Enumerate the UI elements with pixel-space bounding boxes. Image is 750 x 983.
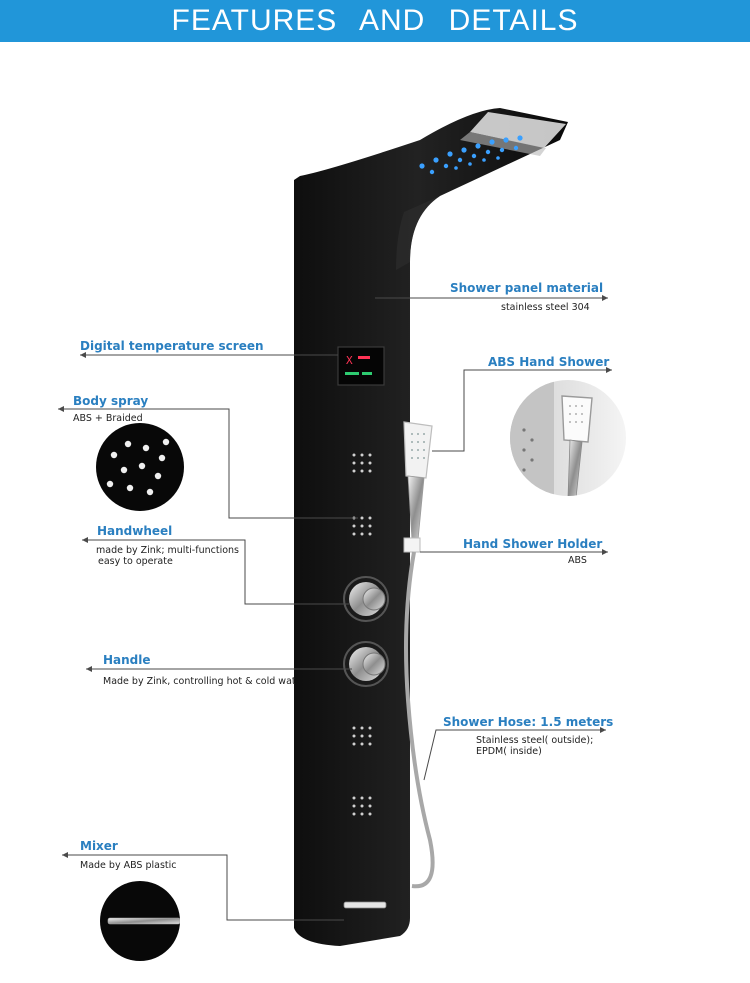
hand-shower-holder <box>403 537 421 553</box>
page-banner: FEATURES AND DETAILS <box>0 0 750 42</box>
banner-title: FEATURES AND DETAILS <box>171 4 579 37</box>
handle-knob <box>343 641 389 687</box>
mixer-detail-image <box>100 881 180 961</box>
body-spray-detail-image <box>96 423 184 511</box>
digital-temperature-screen-label: Digital temperature screen <box>80 339 264 353</box>
shower-panel-material-label: Shower panel material <box>450 281 604 295</box>
panel-body-jets <box>352 453 372 816</box>
body-spray-detail: ABS + Braided <box>73 413 143 424</box>
handle-label: Handle <box>103 653 151 667</box>
handwheel-detail-line1: made by Zink; multi-functions <box>96 545 239 556</box>
body-spray-label: Body spray <box>73 394 149 408</box>
hand-shower-holder-detail: ABS <box>568 555 587 566</box>
handwheel-detail-line2: easy to operate <box>98 556 173 567</box>
led-rain-head <box>419 135 523 175</box>
shower-hose-label: Shower Hose: 1.5 meters <box>443 715 614 729</box>
digital-temperature-screen: X <box>337 346 385 386</box>
hand-shower-holder-label: Hand Shower Holder <box>463 537 603 551</box>
shower-panel-material-detail: stainless steel 304 <box>501 302 590 313</box>
handwheel-knob <box>343 576 389 622</box>
abs-hand-shower-detail-image <box>510 380 626 496</box>
callout-lines <box>58 295 612 921</box>
mixer-label: Mixer <box>80 839 118 853</box>
shower-panel <box>294 108 568 946</box>
mixer-slot <box>343 901 387 909</box>
shower-hose-detail-line1: Stainless steel( outside); <box>476 735 594 746</box>
abs-hand-shower-label: ABS Hand Shower <box>488 355 610 369</box>
shower-hose-detail-line2: EPDM( inside) <box>476 746 542 757</box>
mixer-detail: Made by ABS plastic <box>80 860 177 871</box>
shower-hose <box>404 551 435 889</box>
svg-text:X: X <box>346 354 353 367</box>
hand-shower <box>403 421 433 541</box>
handwheel-label: Handwheel <box>97 524 173 538</box>
handle-detail: Made by Zink, controlling hot & cold wat… <box>103 676 295 687</box>
